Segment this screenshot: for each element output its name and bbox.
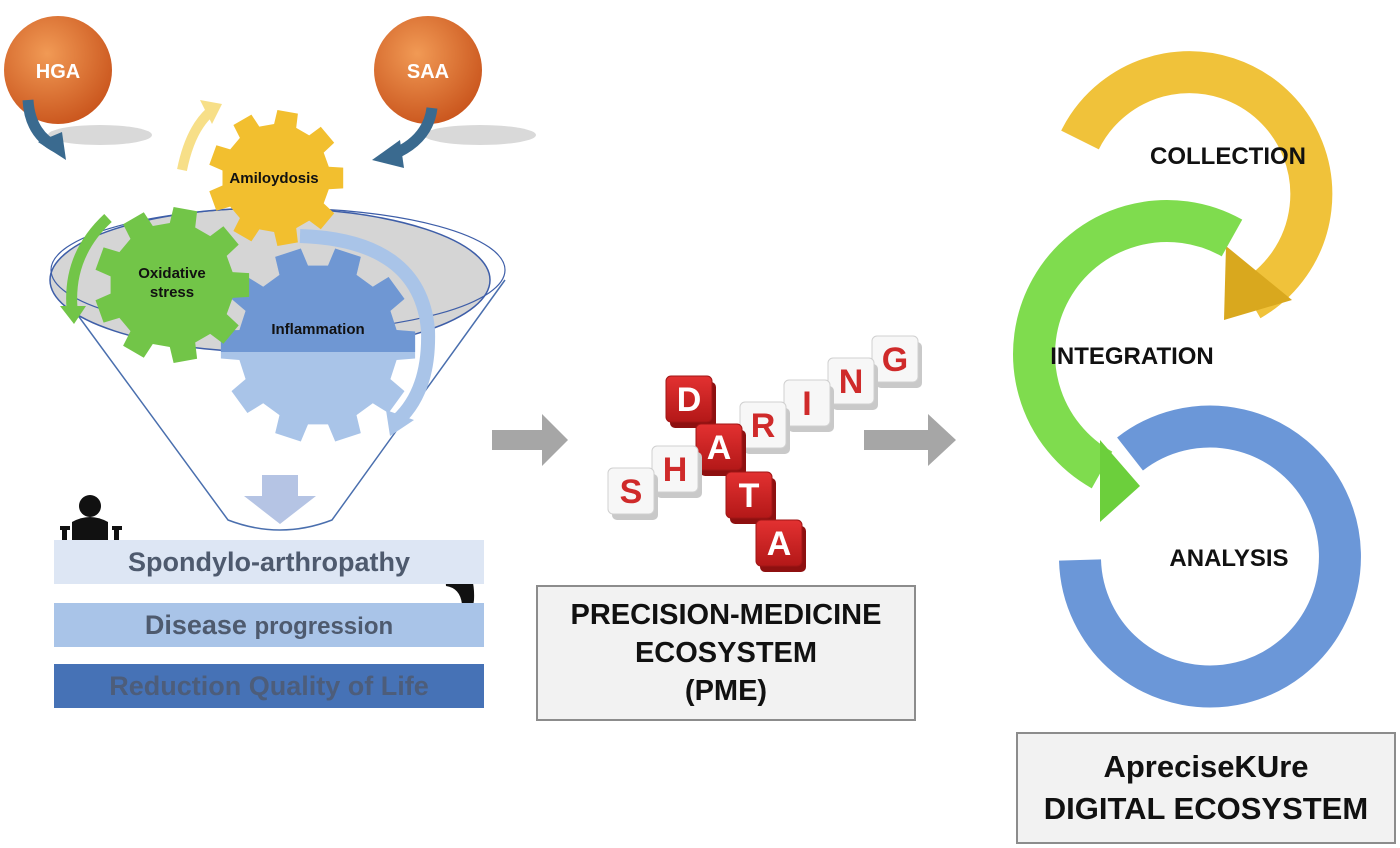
funnel-outline [51,279,506,531]
progression-word: progression [254,612,394,640]
gear-amiloydosis-shape [209,110,344,246]
inflammation-gear-top-shape [220,248,416,352]
pme-line1: PRECISION-MEDICINE [570,599,882,631]
integration-arc [1013,200,1243,489]
green-cycle-arrowhead-icon [60,306,86,324]
aprecisekure-line2: DIGITAL ECOSYSTEM [1043,791,1369,826]
collection-arrowhead-icon [1224,246,1292,320]
center-to-right-arrow-icon [864,414,956,466]
saa-ball [374,16,482,124]
disease-word: Disease [144,609,247,640]
letter-tile-char: A [707,429,732,467]
reduction-quality-of-life-label: Reduction Quality of Life [109,670,429,701]
blue-cycle-arrowhead-icon [386,410,414,436]
pme-line2: ECOSYSTEM [634,637,818,669]
reduction-quality-of-life-bar: Reduction Quality of Life [54,664,484,708]
letter-tile: N [827,357,878,410]
amiloydosis-label: Amiloydosis [229,170,318,187]
funnel-output-arrow-icon [244,475,316,524]
analysis-label: ANALYSIS [1169,545,1288,572]
letter-tile-char: S [620,473,643,511]
letter-tile-char: A [767,525,792,563]
letter-tile: A [755,519,806,572]
oxidative-label-line1: Oxidative [138,265,206,282]
disease-progression-bar: Disease progression [54,603,484,647]
yellow-cycle-arrow-icon [177,108,214,172]
letter-tile: D [665,375,716,428]
letter-tile-char: D [677,381,702,419]
pme-line3: (PME) [684,675,768,707]
letter-tile-face [725,471,773,519]
spondylo-arthropathy-bar: Spondylo-arthropathy [54,540,484,584]
letter-tile-char: I [802,385,811,423]
letter-tile: G [871,335,922,388]
data-cycle: COLLECTION INTEGRATION ANALYSIS [1013,51,1361,708]
analysis-arc [1059,405,1361,708]
hga-label: HGA [36,61,80,83]
letter-tile: S [607,467,658,520]
aprecisekure-box: ApreciseKUre DIGITAL ECOSYSTEM [1016,732,1396,844]
letter-tile: T [725,471,776,524]
saa-arrowhead-icon [372,140,404,168]
integration-arrowhead-icon [1100,440,1140,522]
hga-input: HGA [4,16,152,160]
integration-label: INTEGRATION [1050,343,1214,370]
green-cycle-arrow-icon [66,213,112,309]
letter-tile: I [783,379,834,432]
letter-tile: A [695,423,746,476]
saa-input: SAA [372,16,536,168]
inflammation-label: Inflammation [271,321,364,338]
saa-label: SAA [407,61,449,83]
letter-tile-face [607,467,655,515]
letter-tile: R [739,401,790,454]
collection-label: COLLECTION [1150,143,1306,170]
blue-cycle-arrow-icon [299,229,436,426]
yellow-cycle-arrowhead-icon [200,100,222,124]
letter-tile-face [755,519,803,567]
disease-progression-label: Disease progression [145,610,393,641]
oxidative-label-line2: stress [150,284,194,301]
hga-ball [4,16,112,124]
letter-tile: H [651,445,702,498]
letter-tile-char: N [839,363,864,401]
oxidative-stress-gear [95,207,250,363]
collection-arc [1061,51,1333,319]
amiloydosis-gear [209,110,344,246]
aprecisekure-line1: ApreciseKUre [1103,749,1309,784]
pme-box: PRECISION-MEDICINE ECOSYSTEM (PME) [536,585,916,721]
letter-tile-face [665,375,713,423]
saa-shadow [424,125,536,145]
gear-oxidative-shape [95,207,250,363]
letter-tile-char: H [663,451,688,489]
letter-tile-char: G [882,341,908,379]
inflammation-gear [220,248,416,442]
hga-arrowhead-icon [38,132,66,160]
letter-tile-char: R [751,407,776,445]
spondylo-arthropathy-label: Spondylo-arthropathy [128,546,410,577]
letter-tile-char: T [739,477,760,515]
left-to-center-arrow-icon [492,414,568,466]
hga-shadow [48,125,152,145]
